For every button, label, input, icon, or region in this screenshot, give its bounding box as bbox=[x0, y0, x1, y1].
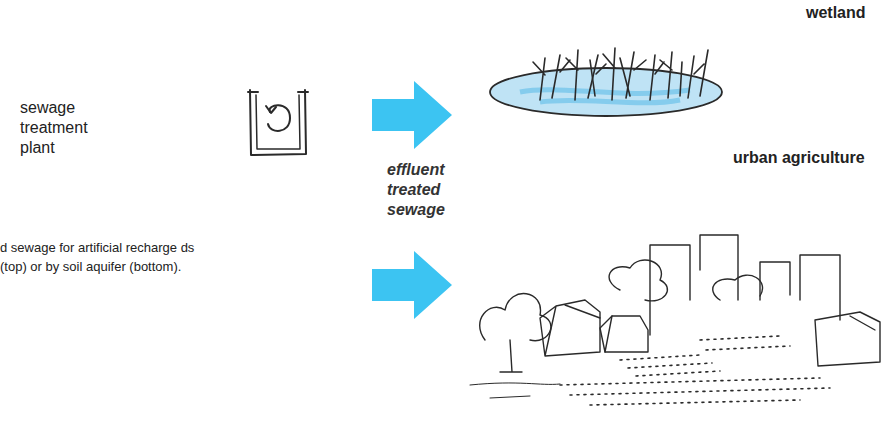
node-box: urban agriculture bbox=[452, 140, 896, 425]
node-box: wetland bbox=[452, 0, 896, 120]
tank-rim bbox=[248, 91, 308, 93]
tank-inner bbox=[256, 95, 300, 149]
caption: d sewage for artificial recharge ds (top… bbox=[0, 238, 205, 276]
node-label: sewage treatment plant bbox=[20, 98, 104, 158]
urban-sketch bbox=[470, 235, 880, 405]
flow-label: effluent treated sewage bbox=[387, 160, 457, 220]
flow-arrow bbox=[372, 251, 452, 319]
cycle-arrow-head bbox=[266, 106, 276, 113]
wetland-sketch bbox=[490, 48, 722, 116]
node-label: wetland bbox=[806, 3, 896, 23]
tank-sketch bbox=[250, 90, 306, 155]
cycle-arrow bbox=[268, 105, 290, 131]
node-label: urban agriculture bbox=[733, 148, 896, 168]
node-box: sewage treatment plant bbox=[20, 60, 372, 320]
flow-arrow bbox=[372, 81, 452, 149]
